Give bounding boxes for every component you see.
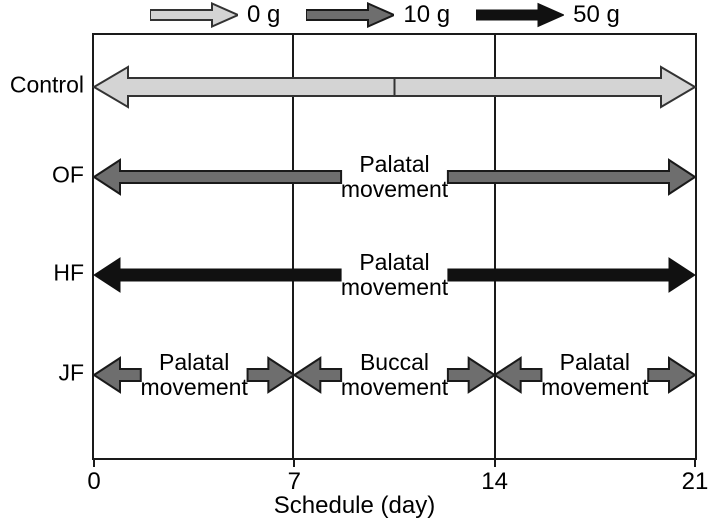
legend-entry-50g: 50 g bbox=[476, 1, 620, 29]
arrow-row-control bbox=[92, 55, 697, 119]
legend-entry-0g: 0 g bbox=[150, 1, 280, 29]
x-tick-label-14: 14 bbox=[481, 468, 509, 495]
legend-arrow-10g bbox=[306, 2, 395, 28]
legend-label-10g: 10 g bbox=[403, 1, 451, 28]
arrows-control bbox=[92, 65, 697, 109]
x-tick-label-0: 0 bbox=[87, 468, 101, 495]
axis-title: Schedule (day) bbox=[273, 492, 436, 519]
legend: 0 g 10 g 50 g bbox=[150, 0, 695, 30]
x-tick-21 bbox=[694, 458, 696, 467]
x-tick-0 bbox=[93, 458, 95, 467]
arrow-segment bbox=[446, 158, 697, 196]
legend-arrow-0g bbox=[150, 2, 238, 28]
legend-arrow-50g bbox=[476, 2, 565, 28]
x-tick-14 bbox=[493, 458, 496, 467]
x-tick-7 bbox=[293, 458, 296, 467]
arrow-segment bbox=[92, 65, 396, 109]
arrow-segment bbox=[447, 257, 696, 293]
arrow-segment bbox=[246, 356, 297, 394]
arrows-jf bbox=[92, 356, 697, 394]
row-label-jf: JF bbox=[58, 359, 84, 386]
legend-label-50g: 50 g bbox=[573, 1, 620, 28]
arrows-hf bbox=[93, 257, 696, 293]
arrow-segment bbox=[92, 158, 343, 196]
arrow-row-jf bbox=[92, 343, 697, 407]
row-label-control: Control bbox=[9, 71, 84, 98]
arrows-of bbox=[92, 158, 697, 196]
legend-label-0g: 0 g bbox=[247, 1, 281, 28]
arrow-row-hf bbox=[93, 243, 696, 307]
arrow-segment bbox=[393, 65, 697, 109]
arrow-segment bbox=[292, 356, 343, 394]
row-label-hf: HF bbox=[53, 259, 84, 286]
arrow-row-of bbox=[92, 145, 697, 209]
x-tick-label-21: 21 bbox=[681, 468, 709, 495]
row-label-of: OF bbox=[52, 161, 84, 188]
arrow-segment bbox=[492, 356, 543, 394]
gridline-day-7 bbox=[292, 35, 294, 458]
legend-entry-10g: 10 g bbox=[306, 1, 450, 29]
arrow-segment bbox=[93, 257, 342, 293]
arrow-segment bbox=[647, 356, 697, 394]
x-tick-label-7: 7 bbox=[287, 468, 302, 495]
arrow-segment bbox=[446, 356, 497, 394]
gridline-day-14 bbox=[494, 35, 496, 458]
arrow-segment bbox=[92, 356, 142, 394]
